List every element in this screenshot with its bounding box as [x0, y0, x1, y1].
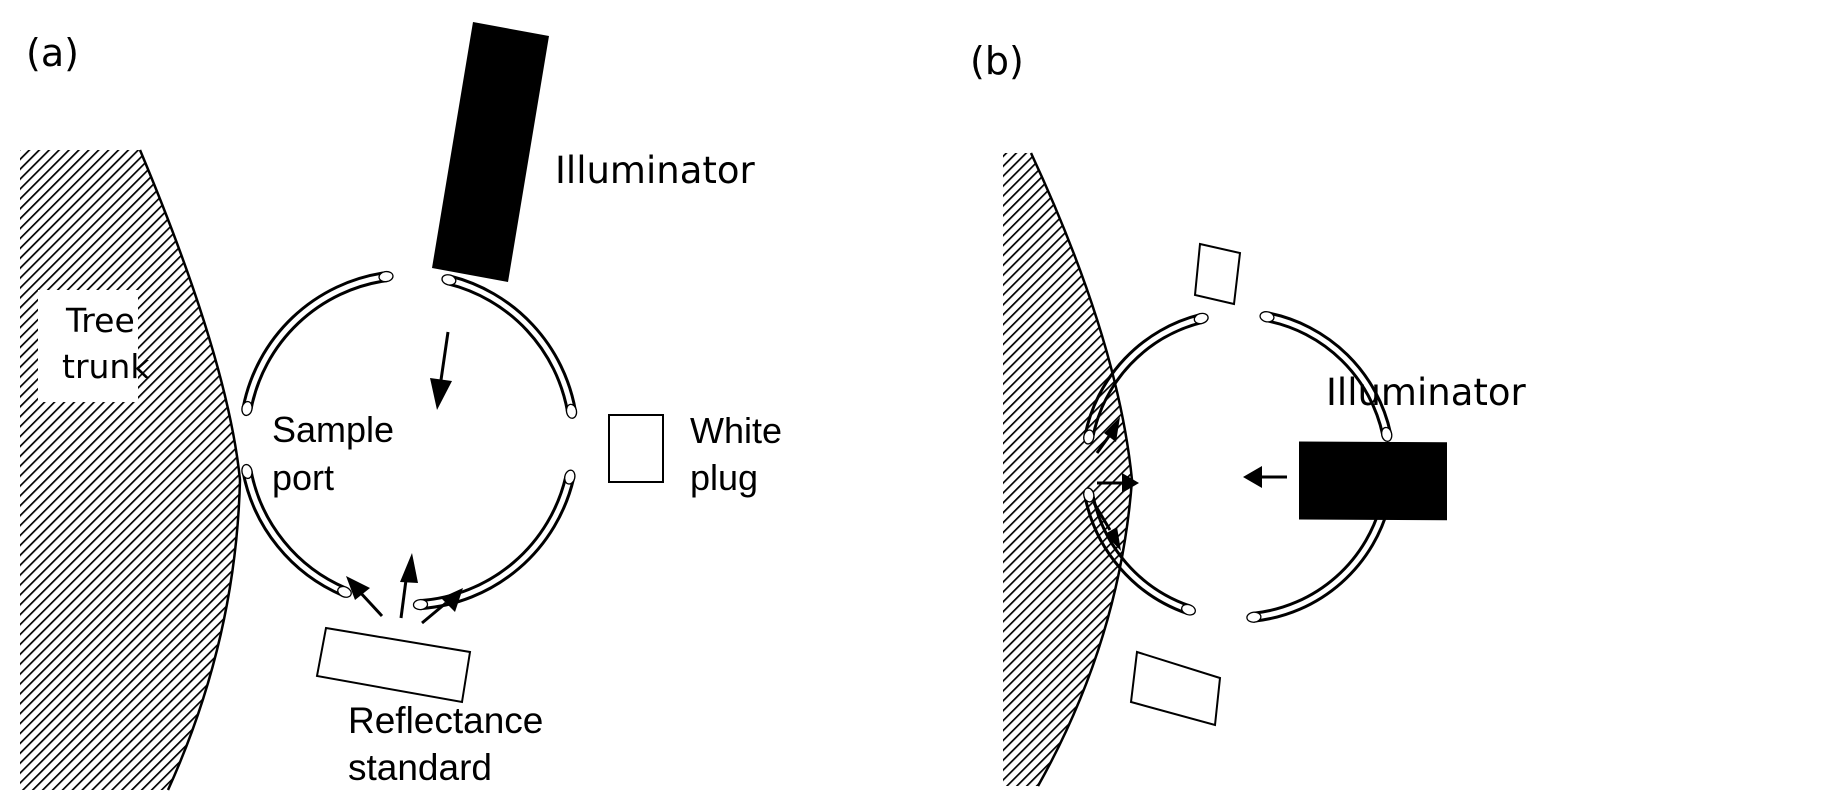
sphere-b-wall-segment: [1083, 313, 1201, 437]
reflected-light-arrow-up-a: [399, 553, 418, 619]
sphere-a-wall-segment: [241, 471, 344, 597]
sphere-b-wall-segment: [1265, 319, 1385, 436]
sphere-a-port-edge: [412, 598, 429, 611]
reflected-light-arrow-left-a: [346, 576, 384, 618]
sphere-a-wall-segment: [447, 282, 570, 413]
sphere-a-wall-segment: [420, 475, 568, 603]
incident-light-arrow-b: [1243, 466, 1287, 488]
illuminator-a: [432, 22, 549, 282]
tree-trunk-label-line2: trunk: [62, 347, 150, 386]
white-plug-label-line2: plug: [690, 457, 758, 498]
sphere-b-port-edge: [1380, 426, 1393, 442]
sphere-b-port-edge: [1083, 487, 1095, 503]
sphere-a-port-edge: [565, 403, 578, 419]
white-plug-label-line1: White: [690, 410, 782, 451]
sphere-b-port-edge: [1259, 311, 1275, 323]
sphere-a-wall-segment: [241, 271, 386, 409]
sphere-b-port-edge: [1083, 429, 1095, 445]
sphere-a-wall-segment: [249, 279, 387, 410]
reflectance-standard-a[interactable]: [315, 626, 472, 704]
sphere-a-port-edge: [564, 469, 576, 485]
sample-port-label-line1: Sample: [272, 409, 394, 450]
tree-trunk-hatched: [20, 150, 240, 790]
illuminator-b-label: Illuminator: [1326, 371, 1527, 414]
sphere-b-port-edge: [1181, 603, 1196, 616]
sphere-a-port-edge: [441, 274, 457, 286]
sphere-a-port-edge: [337, 585, 352, 598]
panel-b-label: (b): [970, 39, 1024, 83]
top-plug-b[interactable]: [1193, 242, 1242, 306]
sphere-a-port-edge: [378, 270, 394, 283]
sphere-b-port-edge: [1246, 611, 1262, 623]
sphere-b-wall-segment: [1091, 493, 1191, 608]
tree-trunk-hatched-b: [1003, 153, 1132, 786]
sphere-b-wall-segment: [1267, 311, 1393, 434]
sphere-a-port-edge: [241, 463, 253, 480]
panel-b: (b) Illuminator: [970, 39, 1527, 787]
sphere-b-wall-segment: [1253, 498, 1384, 615]
sphere-a-port-edge: [241, 400, 253, 417]
panel-a: (a) Tree trunk Illuminator White plug Re…: [20, 22, 782, 791]
reflectance-standard-b[interactable]: [1129, 650, 1222, 727]
tree-trunk-edge: [138, 149, 242, 791]
tree-trunk-label-bg: [38, 290, 138, 402]
sphere-b-port-edge: [1193, 312, 1209, 325]
reflectance-standard-label-line2: standard: [348, 747, 492, 788]
reflected-light-arrow-right-a: [421, 588, 463, 625]
panel-a-label: (a): [26, 31, 79, 75]
incident-light-arrow-a: [430, 331, 452, 410]
sphere-a-wall-segment: [420, 477, 576, 611]
white-plug-a[interactable]: [608, 414, 664, 483]
sphere-b-wall-segment: [1091, 320, 1203, 439]
sphere-b-wall-segment: [1254, 500, 1392, 623]
reflected-light-arrow-down-b: [1092, 502, 1121, 551]
illuminator-a-label: Illuminator: [555, 149, 756, 192]
reflected-light-arrow-mid-b: [1097, 473, 1139, 493]
illuminator-b: [1299, 441, 1447, 521]
sphere-b-wall-segment: [1083, 495, 1188, 615]
tree-trunk-label-line1: Tree: [65, 301, 135, 340]
sphere-a-wall-segment: [249, 470, 347, 590]
sphere-a-wall-segment: [449, 274, 577, 411]
reflected-light-arrow-up-b: [1095, 417, 1120, 454]
sample-port-label-line2: port: [272, 457, 334, 498]
reflectance-standard-label-line1: Reflectance: [348, 700, 543, 741]
integrating-sphere-b: [1083, 311, 1393, 623]
